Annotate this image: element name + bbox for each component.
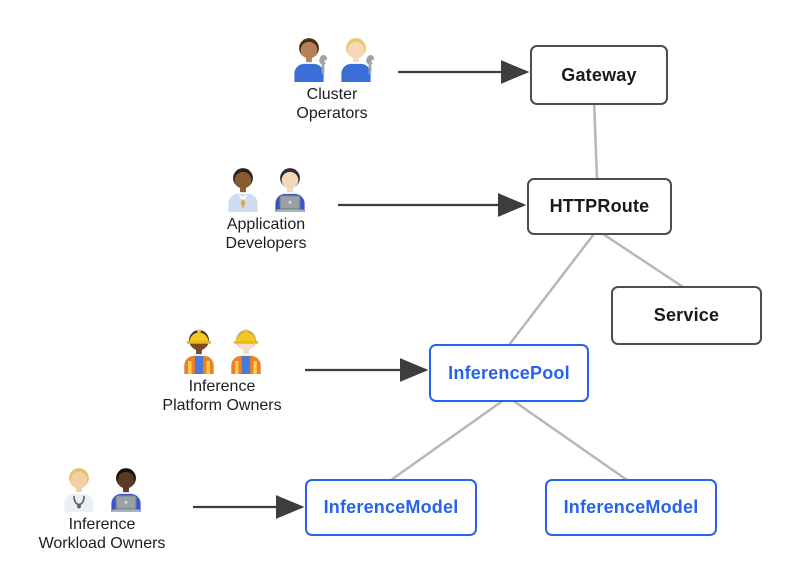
man-office-worker-icon xyxy=(222,164,264,212)
persona-inference-platform-owners: Inference Platform Owners xyxy=(122,326,322,415)
node-httproute-label: HTTPRoute xyxy=(549,196,650,216)
connector-gateway-httproute xyxy=(592,99,599,180)
persona-inference-workload-owners-label: Inference Workload Owners xyxy=(39,515,166,553)
persona-cluster-operators: Cluster Operators xyxy=(232,34,432,123)
persona-label-line: Platform Owners xyxy=(162,397,282,414)
persona-inference-platform-owners-label: Inference Platform Owners xyxy=(162,377,281,415)
persona-label-line: Cluster xyxy=(306,86,358,103)
woman-technologist-icon xyxy=(269,164,311,212)
woman-construction-worker-icon xyxy=(178,326,220,374)
man-technologist-icon xyxy=(105,464,147,512)
node-inferencepool-label: InferencePool xyxy=(448,362,570,383)
persona-application-developers-label: Application Developers xyxy=(226,215,307,253)
connector-inferencepool-inferencemodel-right xyxy=(507,395,628,482)
persona-inference-workload-owners: Inference Workload Owners xyxy=(2,464,202,553)
persona-application-developers: Application Developers xyxy=(166,164,366,253)
persona-inference-workload-owners-icons xyxy=(58,464,147,512)
node-inferencemodel-right-label: InferenceModel xyxy=(563,497,699,517)
persona-cluster-operators-label: Cluster Operators xyxy=(296,85,367,123)
persona-label-line: Inference xyxy=(68,516,136,533)
persona-label-line: Inference xyxy=(188,378,256,395)
node-inferencepool: InferencePool xyxy=(429,344,589,402)
persona-label-line: Application xyxy=(226,216,306,233)
woman-mechanic-icon xyxy=(335,34,377,82)
persona-inference-platform-owners-icons xyxy=(178,326,267,374)
node-gateway: Gateway xyxy=(530,45,668,105)
node-inferencemodel-right: InferenceModel xyxy=(545,479,717,536)
man-mechanic-icon xyxy=(288,34,330,82)
node-gateway-label: Gateway xyxy=(561,64,637,85)
connector-httproute-inferencepool xyxy=(508,229,598,346)
health-worker-icon xyxy=(58,464,100,512)
node-service: Service xyxy=(611,286,762,345)
persona-label-line: Developers xyxy=(225,235,307,252)
node-service-label: Service xyxy=(653,305,720,325)
node-inferencemodel-left: InferenceModel xyxy=(305,479,477,536)
connector-inferencepool-inferencemodel-left xyxy=(390,395,509,482)
persona-label-line: Operators xyxy=(296,105,368,122)
persona-label-line: Workload Owners xyxy=(38,535,166,552)
node-inferencemodel-left-label: InferenceModel xyxy=(323,497,459,517)
persona-application-developers-icons xyxy=(222,164,311,212)
connector-httproute-service xyxy=(596,228,684,289)
man-construction-worker-icon xyxy=(225,326,267,374)
node-httproute: HTTPRoute xyxy=(527,178,672,235)
persona-cluster-operators-icons xyxy=(288,34,377,82)
